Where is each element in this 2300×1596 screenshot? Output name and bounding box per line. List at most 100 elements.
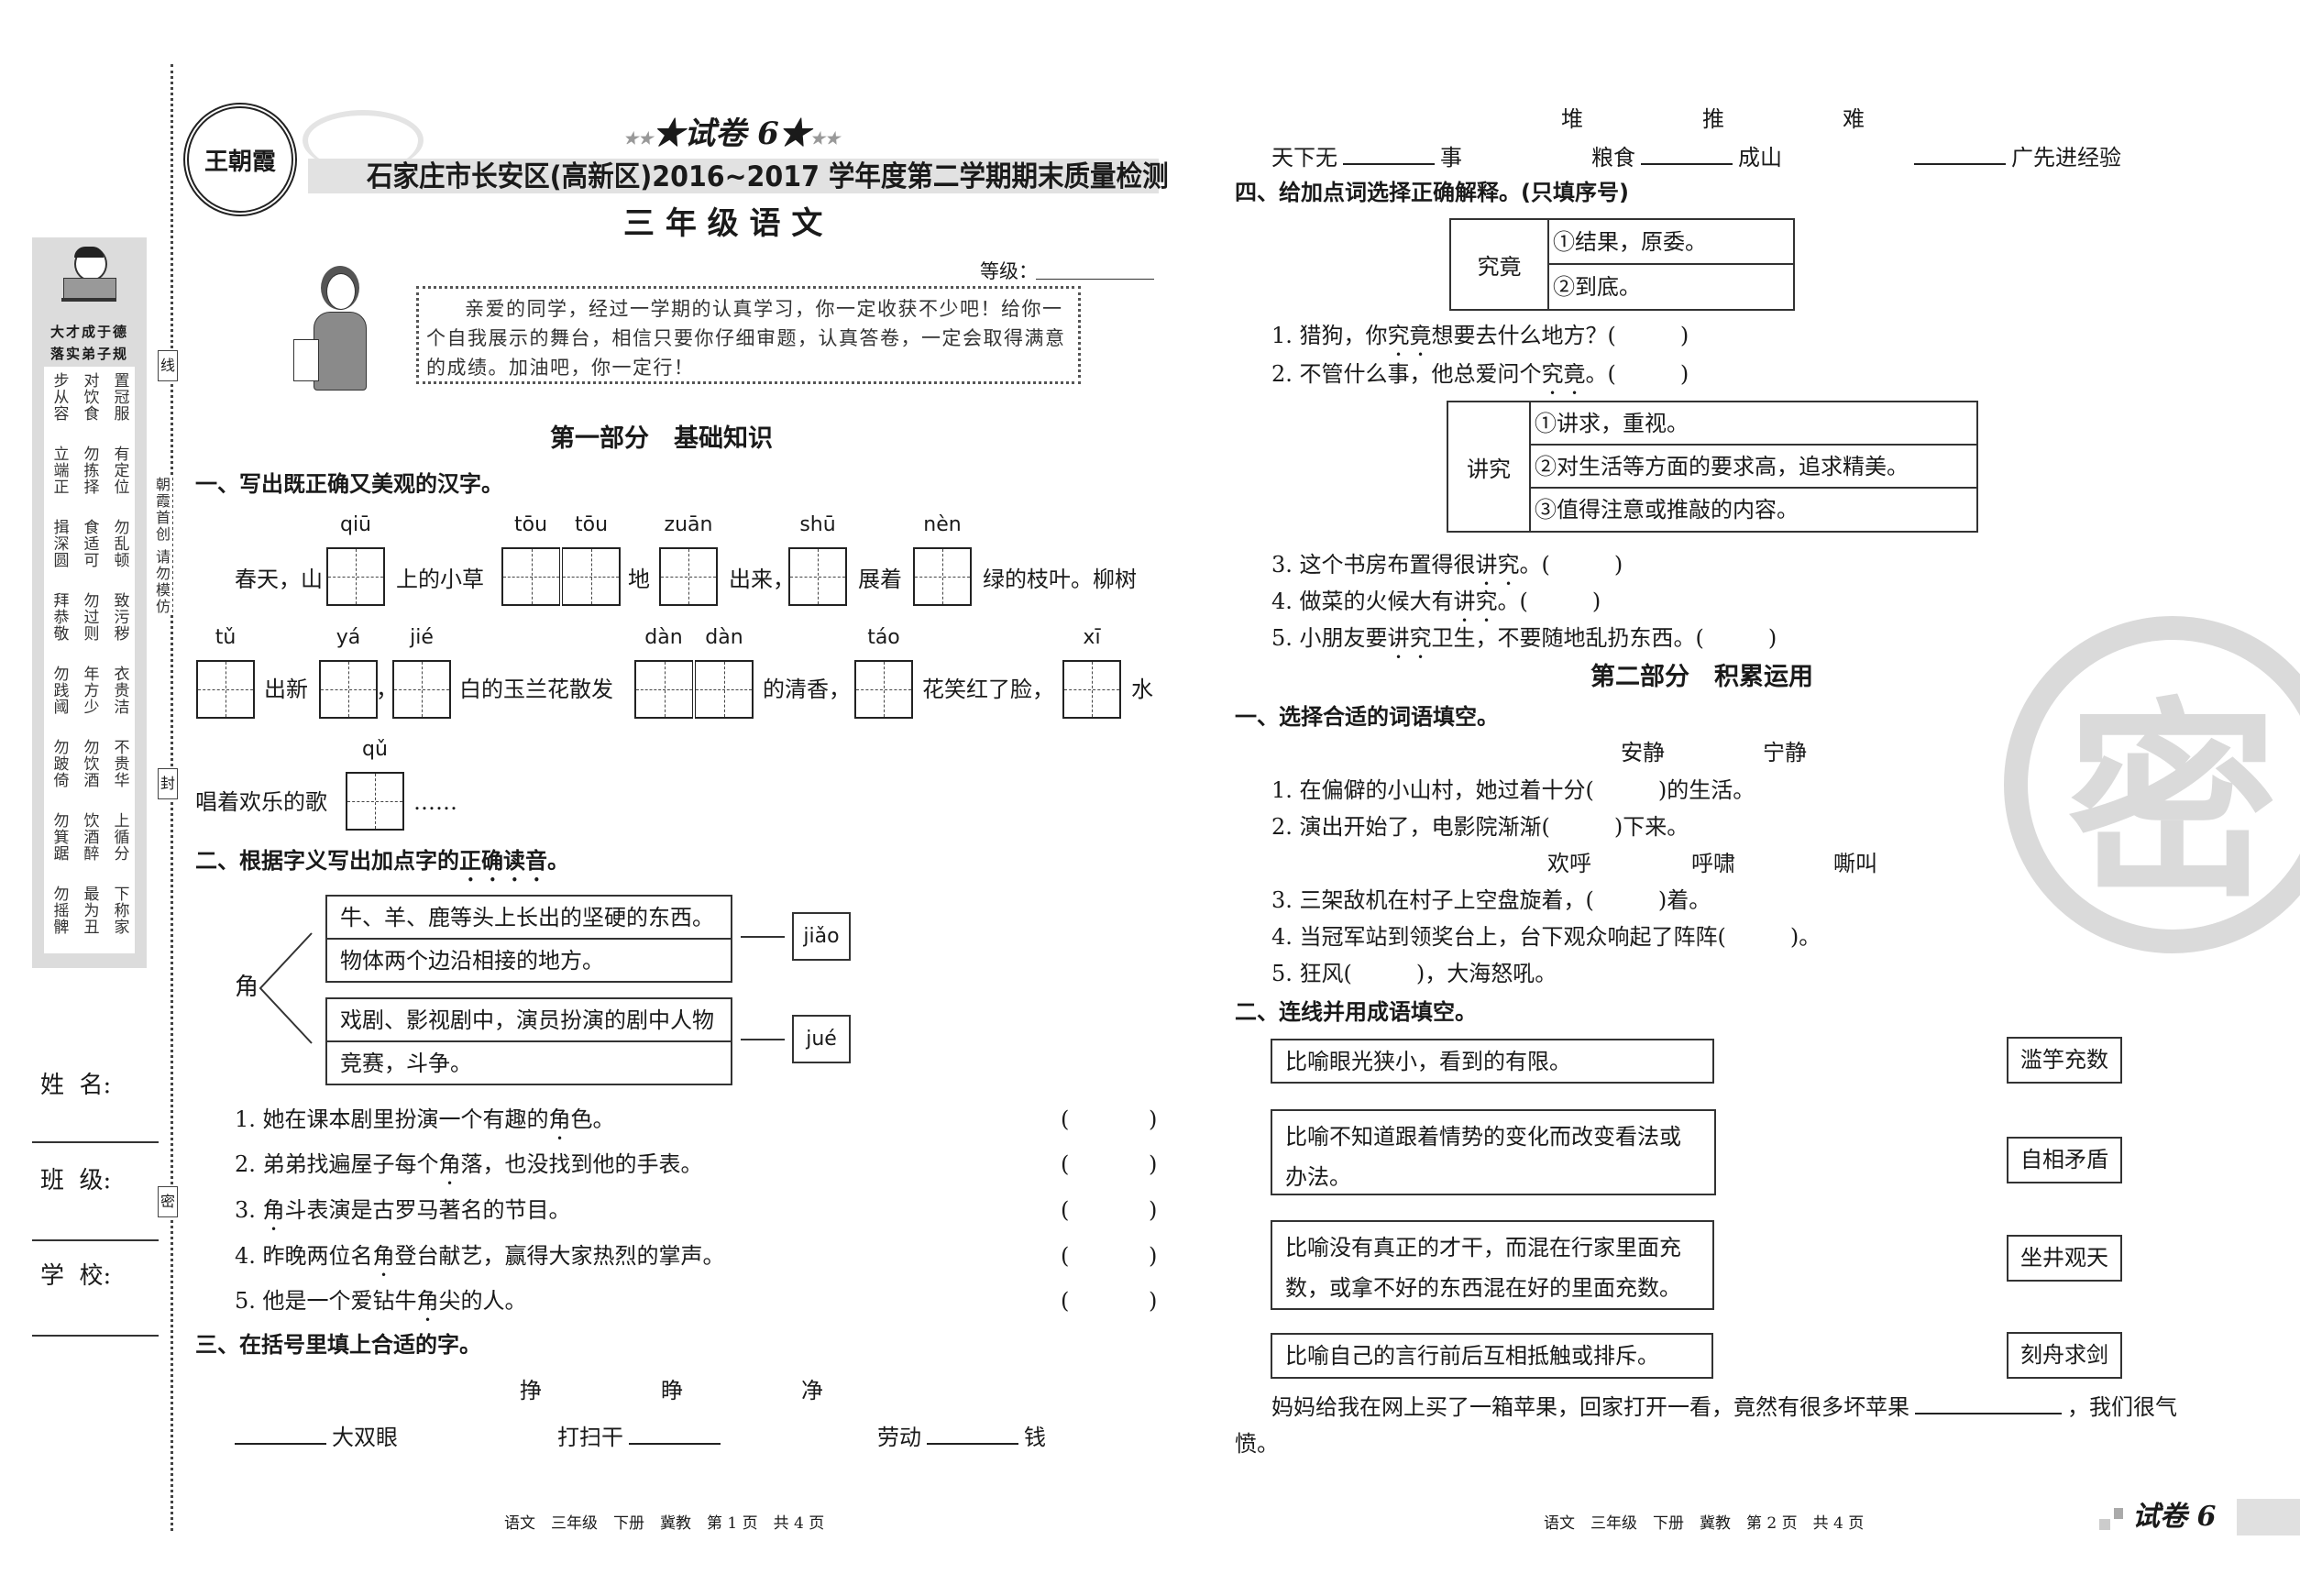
tianzi-box[interactable]	[634, 660, 693, 719]
idiom-box-1[interactable]: 滥竽充数	[2007, 1037, 2122, 1084]
tianzi-box[interactable]	[392, 660, 451, 719]
tianzi-cell-nen[interactable]: nèn	[912, 512, 973, 606]
dotted-char: 角	[372, 1243, 395, 1269]
reading-question: 1. 她在课本剧里扮演一个有趣的角色。	[235, 1106, 615, 1132]
rule-column: 上循分	[110, 812, 129, 862]
tianzi-cell-ya[interactable]: yá	[318, 624, 379, 719]
idiom-meaning-4[interactable]: 比喻自己的言行前后互相抵触或排斥。	[1271, 1333, 1713, 1379]
rule-column: 饮酒醉	[80, 812, 99, 862]
definition-row: ①结果，原委。	[1549, 220, 1793, 265]
tianzi-box[interactable]	[854, 660, 913, 719]
idiom-box-3[interactable]: 坐井观天	[2007, 1235, 2122, 1282]
idiom-box-2[interactable]: 自相矛盾	[2007, 1137, 2122, 1183]
rule-column: 拜恭敬	[50, 592, 69, 642]
tianzi-box[interactable]	[562, 547, 621, 606]
pinyin: dàn	[705, 626, 743, 649]
tianzi-cell-tu[interactable]: tǔ	[195, 624, 256, 719]
tianzi-cell-tao[interactable]: táo	[853, 624, 914, 719]
q1-text-6: 绿的枝叶。柳树	[983, 567, 1137, 592]
tianzi-box[interactable]	[346, 772, 404, 831]
tianzi-box[interactable]	[501, 547, 560, 606]
dotted-word: 讲究	[1475, 552, 1520, 578]
tianzi-box[interactable]	[913, 547, 972, 606]
q3-choice: 睁	[661, 1378, 683, 1403]
motto-line-1: 大才成于德	[50, 324, 128, 340]
rule-column: 最为丑	[80, 886, 99, 935]
q3-choice: 推	[1702, 106, 1724, 132]
p2-item-2: 2. 演出开始了，电影院渐渐()下来。	[1271, 814, 1689, 840]
table-word: 讲究	[1448, 402, 1531, 531]
tianzi-cell-shu[interactable]: shū	[787, 512, 848, 606]
table-word: 究竟	[1451, 220, 1549, 309]
answer-blank[interactable]	[1914, 143, 2006, 165]
rule-column: 年方少	[80, 666, 99, 715]
tianzi-box[interactable]	[326, 547, 385, 606]
tianzi-cell-qiu[interactable]: qiū	[325, 512, 386, 606]
tianzi-box[interactable]	[788, 547, 847, 606]
tianzi-cell-qu[interactable]: qǔ	[345, 736, 405, 831]
copyright-notice: 朝霞首创 请勿模仿	[150, 477, 172, 616]
answer-blank[interactable]	[629, 1423, 721, 1445]
definition-row: ②到底。	[1553, 274, 1641, 300]
q1-text-4: 出来，	[729, 567, 795, 592]
idiom-answer-blank[interactable]	[1915, 1392, 2062, 1414]
sentence-start: 妈妈给我在网上买了一箱苹果，回家打开一看，竟然有很多坏苹果	[1271, 1394, 1909, 1420]
answer-paren-close[interactable]: )	[1149, 1106, 1158, 1132]
answer-paren-close[interactable]: )	[1149, 1151, 1158, 1177]
q3-choice: 堆	[1561, 106, 1583, 132]
answer-paren-open[interactable]: (	[1061, 1243, 1070, 1269]
meaning-row: 戏剧、影视剧中，演员扮演的剧中人物	[327, 999, 731, 1042]
answer-blank[interactable]	[235, 1423, 326, 1445]
tianzi-cell-jie[interactable]: jié	[391, 624, 452, 719]
subject-title: 三 年 级 语 文	[623, 205, 823, 242]
school-field[interactable]	[32, 1335, 159, 1337]
idiom-meaning-3[interactable]: 比喻没有真正的才干，而混在行家里面充数，或拿不好的东西混在好的里面充数。	[1271, 1220, 1714, 1310]
rule-column: 勿践阈	[50, 666, 69, 715]
answer-paren-close[interactable]: )	[1149, 1243, 1158, 1269]
rule-group: 揖深圆食适可勿乱顿	[44, 513, 135, 587]
rule-column: 有定位	[110, 446, 129, 495]
reading-box-jue: jué	[792, 1015, 851, 1063]
name-field[interactable]	[32, 1141, 159, 1143]
answer-paren-open[interactable]: (	[1061, 1288, 1070, 1314]
q3-fill-3: 劳动钱	[877, 1423, 1046, 1450]
tianzi-box[interactable]	[659, 547, 718, 606]
definition-question: 3. 这个书房布置得很讲究。()	[1271, 552, 1623, 578]
q1-text-2: 上的小草	[396, 567, 484, 592]
definition-question: 2. 不管什么事，他总爱问个究竟。()	[1271, 361, 1689, 387]
grade-field[interactable]	[1036, 279, 1154, 280]
rule-column: 勿拣择	[80, 446, 99, 495]
class-field[interactable]	[32, 1239, 159, 1241]
tianzi-cell-zuan[interactable]: zuān	[658, 512, 719, 606]
word-choice: 嘶叫	[1833, 851, 1877, 876]
idiom-sentence: 妈妈给我在网上买了一箱苹果，回家打开一看，竟然有很多坏苹果，我们很气愤。	[1235, 1389, 2206, 1462]
rule-column: 下称家	[110, 886, 129, 935]
rule-column: 勿饮酒	[80, 739, 99, 788]
q2-title-dotted: 正确读音	[459, 848, 547, 874]
definition-question: 5. 小朋友要讲究卫生，不要随地乱扔东西。()	[1271, 625, 1777, 651]
pinyin: qǔ	[362, 738, 388, 761]
idiom-meaning-1[interactable]: 比喻眼光狭小，看到的有限。	[1271, 1039, 1714, 1084]
q1-text-7: 出新	[264, 677, 308, 702]
answer-paren-open[interactable]: (	[1061, 1151, 1070, 1177]
idiom-box-4[interactable]: 刻舟求剑	[2007, 1332, 2122, 1379]
tianzi-box[interactable]	[695, 660, 754, 719]
answer-blank[interactable]	[1641, 143, 1733, 165]
reading-question: 5. 他是一个爱钻牛角尖的人。	[235, 1288, 527, 1314]
rule-column: 致污秽	[110, 592, 129, 642]
answer-paren-open[interactable]: (	[1061, 1197, 1070, 1223]
idiom-meaning-2[interactable]: 比喻不知道跟着情势的变化而改变看法或办法。	[1271, 1109, 1716, 1195]
pinyin: tōu	[574, 513, 609, 536]
answer-paren-open[interactable]: (	[1061, 1106, 1070, 1132]
answer-paren-close[interactable]: )	[1149, 1197, 1158, 1223]
answer-blank[interactable]	[1343, 143, 1435, 165]
tianzi-cell-xi[interactable]: xī	[1062, 624, 1122, 719]
answer-blank[interactable]	[927, 1423, 1018, 1445]
tianzi-box[interactable]	[319, 660, 378, 719]
tianzi-box[interactable]	[196, 660, 255, 719]
answer-paren-close[interactable]: )	[1149, 1288, 1158, 1314]
logo-lettering: 王朝霞	[204, 148, 276, 176]
tianzi-box[interactable]	[1062, 660, 1121, 719]
